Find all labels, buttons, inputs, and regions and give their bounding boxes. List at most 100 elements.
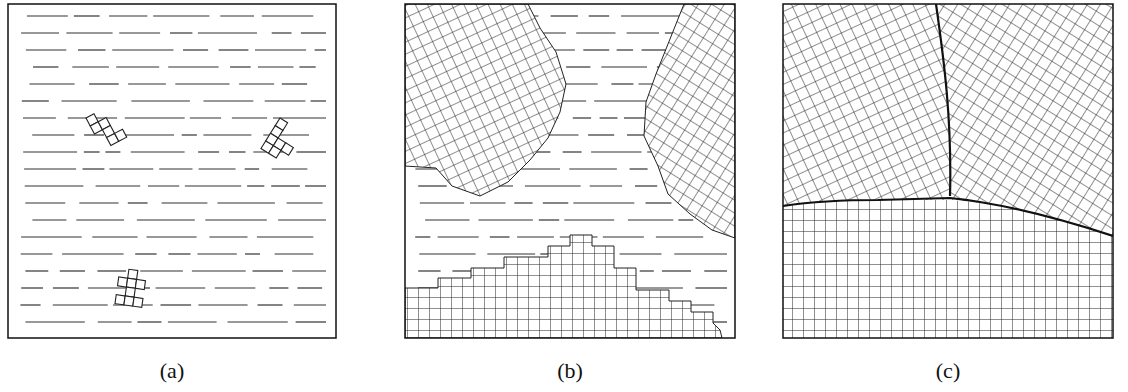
liquid-dash [305, 185, 326, 186]
liquid-dash [620, 253, 662, 254]
liquid-dash [21, 287, 43, 288]
liquid-dash [168, 321, 217, 322]
liquid-dash [32, 134, 74, 135]
liquid-dash [21, 32, 59, 33]
liquid-dash [205, 219, 266, 220]
liquid-dash [271, 185, 300, 186]
liquid-dash [674, 253, 727, 254]
liquid-dash [20, 304, 40, 305]
liquid-dash [425, 219, 469, 220]
liquid-dash [162, 202, 208, 203]
liquid-dash [269, 287, 288, 288]
liquid-dash [543, 202, 569, 203]
liquid-dash [182, 134, 197, 135]
liquid-dash [137, 219, 195, 220]
liquid-dash [704, 270, 727, 271]
liquid-dash [419, 253, 475, 254]
liquid-dash [438, 236, 479, 237]
liquid-dash [198, 253, 237, 254]
unit-cell [269, 146, 281, 158]
liquid-dash [564, 219, 614, 220]
liquid-dash [131, 100, 190, 101]
panel-label: (c) [936, 360, 960, 382]
liquid-dash [525, 185, 581, 186]
liquid-dash [573, 117, 591, 118]
liquid-dash [635, 185, 657, 186]
liquid-dash [198, 151, 219, 152]
liquid-dash [603, 236, 644, 237]
liquid-dash [600, 117, 618, 118]
grain-boundary [936, 4, 950, 196]
liquid-dash [27, 15, 68, 16]
liquid-dash [156, 287, 206, 288]
liquid-dash [109, 15, 147, 16]
unit-cell [135, 279, 145, 289]
liquid-dash [32, 219, 66, 220]
liquid-dash [116, 66, 159, 67]
liquid-dash [175, 83, 229, 84]
liquid-dash [153, 15, 209, 16]
liquid-dash [589, 15, 609, 16]
liquid-dash [83, 168, 105, 169]
liquid-dash [148, 185, 179, 186]
liquid-dash [97, 270, 126, 271]
panel-frame [8, 4, 336, 338]
unit-cell [133, 297, 143, 307]
liquid-dash [25, 185, 84, 186]
crystal-nucleus [115, 268, 147, 307]
liquid-dash [588, 134, 614, 135]
liquid-dash [611, 83, 633, 84]
liquid-dash [84, 151, 100, 152]
liquid-dash [591, 151, 641, 152]
liquid-dash [53, 304, 108, 305]
liquid-dash [25, 270, 48, 271]
liquid-dash [89, 83, 119, 84]
liquid-dash [301, 32, 326, 33]
liquid-dash [678, 219, 693, 220]
liquid-dash [275, 253, 314, 254]
liquid-dash [137, 321, 161, 322]
liquid-dash [76, 219, 124, 220]
grain-boundary [783, 198, 1113, 236]
liquid-dash [311, 100, 326, 101]
liquid-dash [627, 32, 659, 33]
liquid-dash [209, 236, 247, 237]
liquid-dash [569, 168, 617, 169]
liquid-dash [230, 66, 251, 67]
liquid-dash [594, 100, 654, 101]
liquid-dash [517, 236, 554, 237]
liquid-dash [219, 49, 249, 50]
liquid-dash [30, 83, 75, 84]
liquid-dash [72, 66, 109, 67]
liquid-dash [190, 117, 221, 118]
liquid-dash [479, 219, 533, 220]
growing-crystal [644, 4, 735, 238]
liquid-dash [198, 32, 257, 33]
panel-label: (b) [557, 360, 583, 382]
liquid-dash [119, 32, 160, 33]
liquid-dash [105, 151, 120, 152]
liquid-dash [245, 168, 259, 169]
liquid-dash [88, 287, 127, 288]
liquid-dash [21, 236, 82, 237]
liquid-dash [487, 253, 535, 254]
liquid-dash [617, 49, 634, 50]
liquid-dash [96, 185, 141, 186]
liquid-dash [232, 117, 267, 118]
liquid-dash [159, 168, 192, 169]
liquid-dash [135, 253, 156, 254]
liquid-dash [25, 321, 84, 322]
liquid-dash [92, 236, 137, 237]
liquid-dash [583, 49, 609, 50]
liquid-dash [253, 270, 284, 271]
liquid-dash [272, 32, 292, 33]
liquid-dash [170, 32, 192, 33]
liquid-dash [640, 270, 654, 271]
liquid-dash [185, 185, 241, 186]
liquid-dash [125, 117, 185, 118]
liquid-dash [228, 321, 288, 322]
liquid-dash [215, 287, 256, 288]
liquid-dash [84, 134, 104, 135]
liquid-dash [229, 151, 246, 152]
